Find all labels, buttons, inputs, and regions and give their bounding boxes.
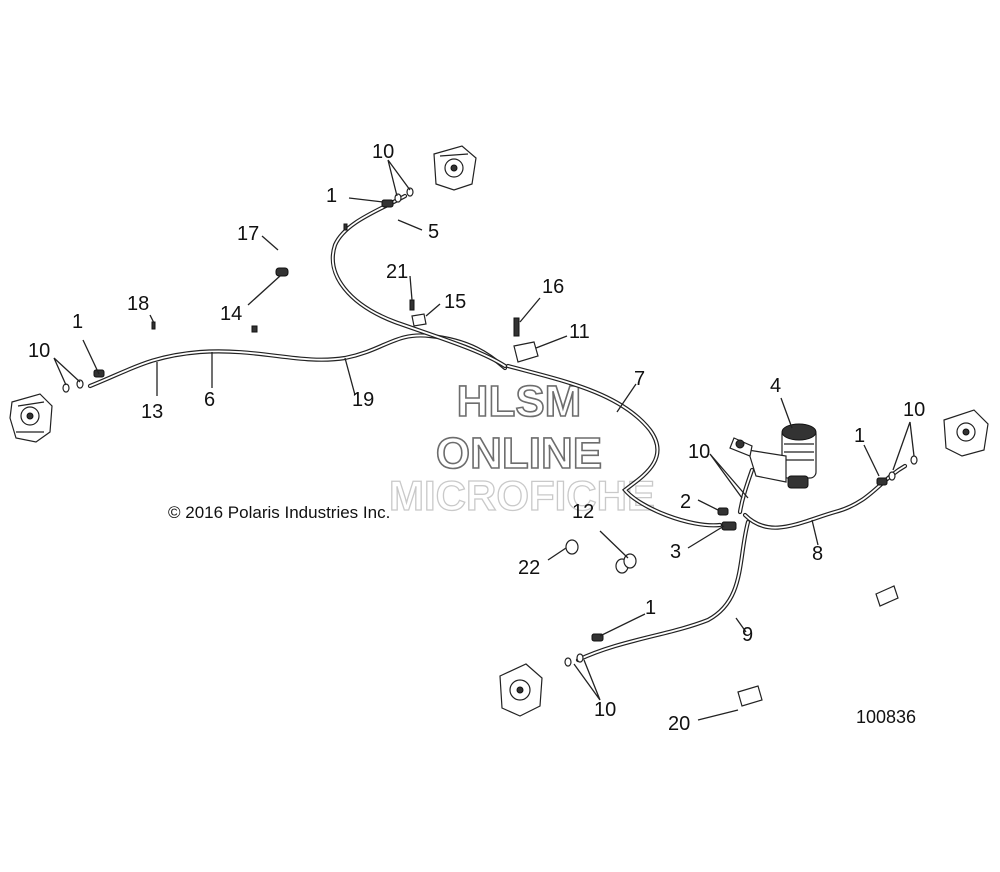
callout-7: 7 xyxy=(634,368,645,390)
callout-12: 12 xyxy=(572,501,594,523)
callout-15: 15 xyxy=(444,291,466,313)
callout-10: 10 xyxy=(28,340,50,362)
watermark-line3: MICROFICHE xyxy=(389,472,655,519)
callout-10: 10 xyxy=(903,399,925,421)
callout-10: 10 xyxy=(372,141,394,163)
copyright-notice: © 2016 Polaris Industries Inc. xyxy=(168,503,390,522)
callout-3: 3 xyxy=(670,541,681,563)
brake-hoses xyxy=(87,193,908,663)
watermark: MICROFICHE HLSM ONLINE xyxy=(388,376,655,519)
callout-1: 1 xyxy=(854,425,865,447)
callout-21: 21 xyxy=(386,261,408,283)
callout-4: 4 xyxy=(770,375,781,397)
callout-8: 8 xyxy=(812,543,823,565)
master-cylinder-icon xyxy=(729,423,817,489)
leader-lines xyxy=(53,159,915,721)
callout-5: 5 xyxy=(428,221,439,243)
watermark-line1: HLSM xyxy=(457,377,582,426)
callout-20: 20 xyxy=(668,713,690,735)
callout-17: 17 xyxy=(237,223,259,245)
callout-1: 1 xyxy=(72,311,83,333)
callout-6: 6 xyxy=(204,389,215,411)
callout-1: 1 xyxy=(326,185,337,207)
hose-clamp-icon xyxy=(565,539,637,574)
callout-9: 9 xyxy=(742,624,753,646)
callout-19: 19 xyxy=(352,389,374,411)
callout-22: 22 xyxy=(518,557,540,579)
callout-14: 14 xyxy=(220,303,242,325)
callout-18: 18 xyxy=(127,293,149,315)
brake-caliper-icon xyxy=(9,145,989,717)
callout-labels: 1 10 18 13 6 14 17 1 10 5 19 21 15 16 11… xyxy=(28,141,925,735)
document-number: 100836 xyxy=(856,707,916,727)
junction-block-icon xyxy=(411,313,539,363)
callout-2: 2 xyxy=(680,491,691,513)
watermark-line2: ONLINE xyxy=(436,429,602,478)
callout-16: 16 xyxy=(542,276,564,298)
callout-13: 13 xyxy=(141,401,163,423)
callout-10: 10 xyxy=(688,441,710,463)
clip-icon xyxy=(737,585,899,707)
callout-11: 11 xyxy=(569,321,590,343)
callout-10: 10 xyxy=(594,699,616,721)
callout-1: 1 xyxy=(645,597,656,619)
